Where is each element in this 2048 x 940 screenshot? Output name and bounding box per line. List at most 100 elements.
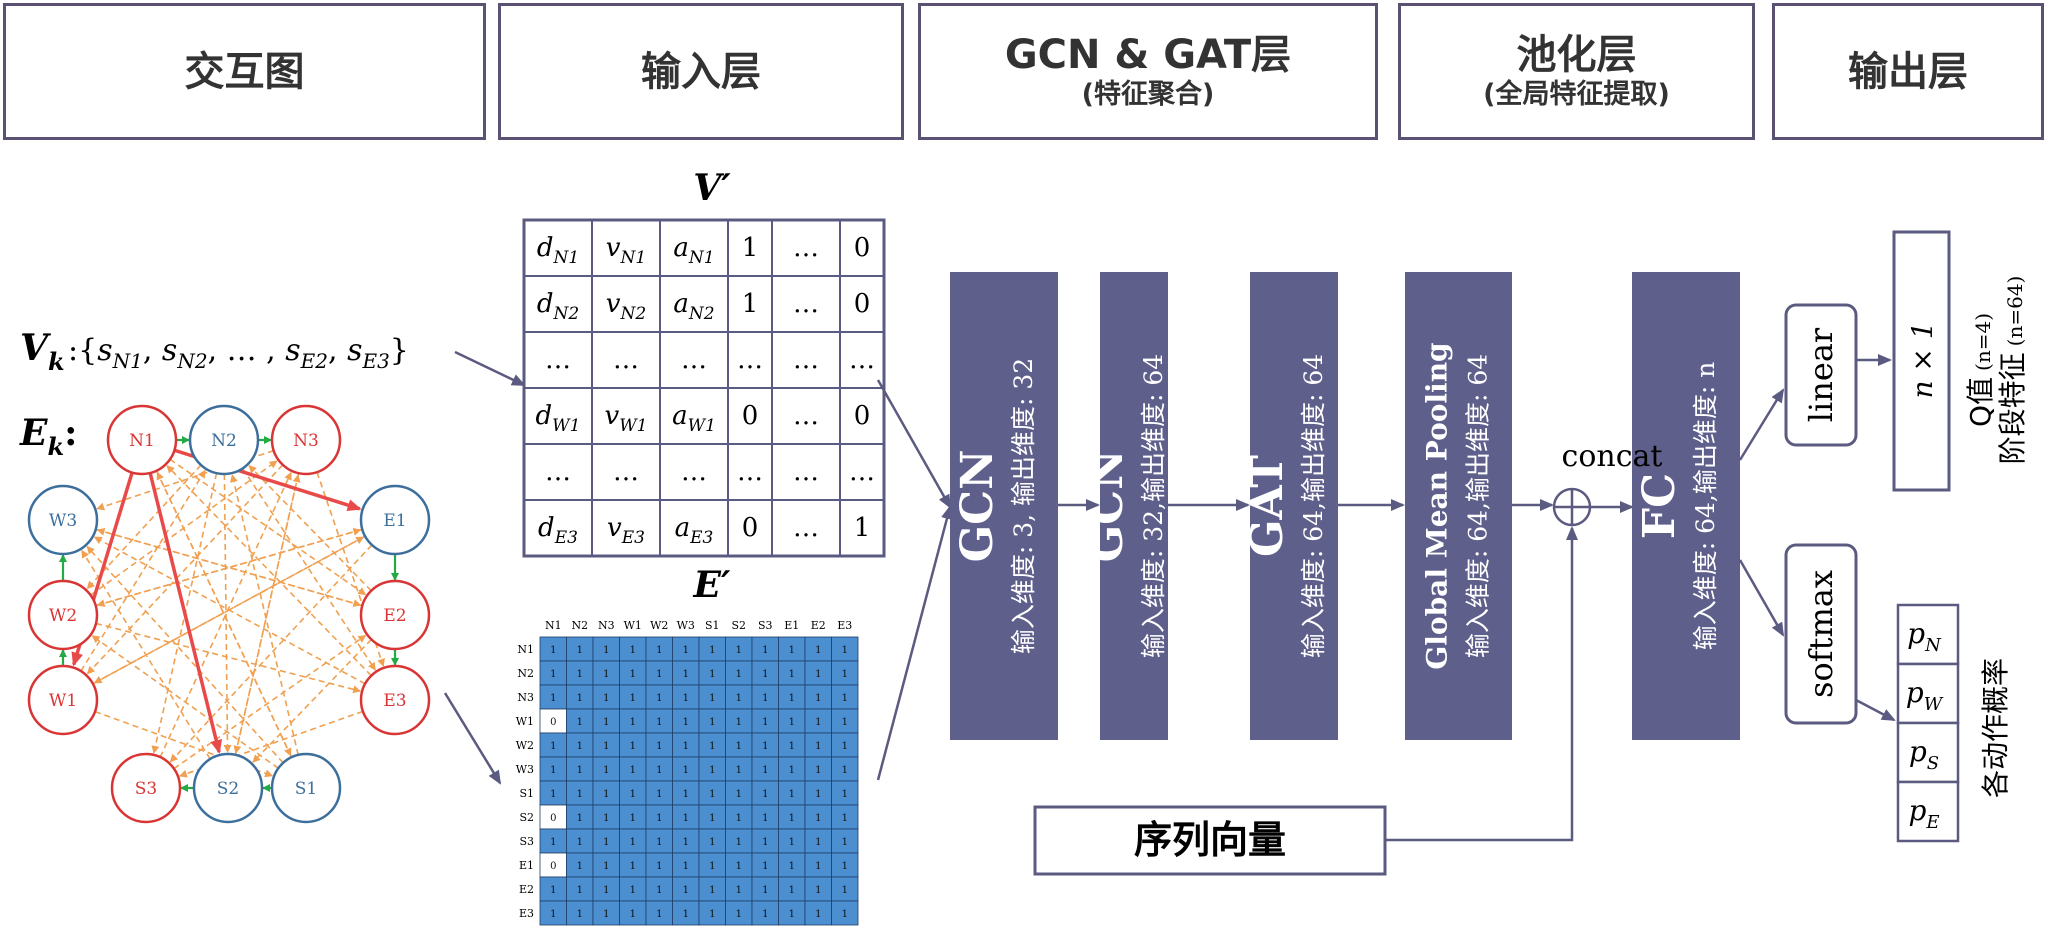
graph-dashed-edge	[242, 467, 376, 671]
eprime-cell-value: 1	[683, 813, 689, 824]
vprime-cell: …	[681, 345, 707, 375]
eprime-cell-value: 1	[842, 813, 848, 824]
eprime-cell-value: 1	[842, 693, 848, 704]
eprime-cell-value: 1	[630, 645, 636, 656]
eprime-cell	[751, 780, 779, 806]
eprime-cell-value: 1	[709, 861, 715, 872]
vprime-cell: …	[545, 457, 571, 487]
eprime-cell-value: 1	[762, 861, 768, 872]
eprime-cell	[672, 828, 700, 854]
eprime-col-label: N3	[598, 619, 615, 632]
eprime-cell-value: 1	[577, 717, 583, 728]
eprime-cell-value: 1	[762, 909, 768, 920]
eprime-cell	[751, 732, 779, 758]
eprime-cell-value: 1	[577, 909, 583, 920]
eprime-cell-value: 1	[603, 669, 609, 680]
eprime-cell-value: 1	[815, 645, 821, 656]
softmax-box	[1784, 543, 1858, 725]
eprime-col-label: N2	[571, 619, 588, 632]
eprime-cell-value: 1	[736, 669, 742, 680]
eprime-cell-value: 1	[603, 837, 609, 848]
vprime-cell: dW1	[536, 401, 581, 436]
vprime-cell: …	[849, 345, 875, 375]
graph-node-label: E1	[383, 511, 406, 531]
eprime-cell-value: 1	[683, 861, 689, 872]
layer-name: GAT	[1242, 455, 1293, 557]
eprime-cell-value: 1	[630, 789, 636, 800]
eprime-cell	[751, 756, 779, 782]
vprime-cell: vW1	[605, 401, 648, 436]
eprime-cell-value: 1	[789, 669, 795, 680]
eprime-cell-value: 1	[815, 885, 821, 896]
eprime-cell-value: 1	[736, 717, 742, 728]
svg-text:阶段特征(n=64): 阶段特征(n=64)	[1996, 276, 2029, 465]
eprime-cell	[566, 732, 594, 758]
eprime-cell-value: 1	[656, 909, 662, 920]
concat-label: concat	[1562, 439, 1663, 474]
action-prob-label: 各动作概率	[1979, 658, 2012, 798]
eprime-cell-value: 1	[577, 765, 583, 776]
eprime-cell	[672, 684, 700, 710]
eprime-cell-value: 1	[630, 693, 636, 704]
eprime-cell	[672, 756, 700, 782]
eprime-cell	[566, 684, 594, 710]
graph-node: W2	[27, 579, 99, 651]
graph-dashed-edge	[93, 536, 366, 685]
graph-node-label: W1	[49, 691, 77, 711]
eprime-cell	[645, 756, 673, 782]
eprime-cell-value: 1	[630, 717, 636, 728]
vprime-label: V′	[693, 167, 731, 209]
eprime-cell-value: 1	[815, 837, 821, 848]
probability-label: pE	[1908, 794, 1939, 833]
graph-node-label: W2	[49, 606, 77, 626]
header-title: 池化层	[1516, 31, 1637, 78]
eprime-cell	[592, 780, 620, 806]
graph-node-label: E2	[383, 606, 406, 626]
probability-cell: pS	[1896, 721, 1960, 784]
eprime-cell-value: 1	[736, 837, 742, 848]
eprime-cell-value: 1	[683, 645, 689, 656]
eprime-cell-value: 1	[603, 789, 609, 800]
vprime-cell: 1	[742, 233, 759, 263]
eprime-cell-value: 1	[603, 861, 609, 872]
graph-node-label: S1	[295, 779, 317, 799]
eprime-row-label: N2	[517, 667, 534, 680]
eprime-cell-value: 1	[789, 741, 795, 752]
eprime-cell	[778, 756, 806, 782]
eprime-cell-value: 1	[656, 885, 662, 896]
layer-name: GCN	[952, 450, 1003, 563]
eprime-cell	[592, 684, 620, 710]
header-interaction-graph: 交互图	[3, 3, 486, 140]
eprime-cell-value: 1	[630, 861, 636, 872]
eprime-cell-value: 1	[815, 861, 821, 872]
eprime-cell	[566, 804, 594, 830]
eprime-cell	[804, 756, 832, 782]
eprime-cell-value: 1	[550, 909, 556, 920]
eprime-row-label: W3	[516, 763, 534, 776]
eprime-cell	[831, 852, 859, 878]
eprime-cell-value: 1	[762, 837, 768, 848]
header-title: 输入层	[641, 48, 761, 95]
eprime-cell-value: 1	[762, 885, 768, 896]
eprime-cell-value: 1	[630, 837, 636, 848]
eprime-cell-value: 1	[656, 861, 662, 872]
eprime-cell	[645, 684, 673, 710]
eprime-matrix: N1N1N2N2N3N3W1W1W2W2W3W3S1S1S2S2S3S3E1E1…	[516, 619, 859, 926]
eprime-col-label: W1	[624, 619, 642, 632]
arrow-seq-to-concat	[1385, 526, 1578, 842]
eprime-cell	[778, 684, 806, 710]
eprime-cell-value: 1	[709, 813, 715, 824]
graph-node: N1	[106, 404, 178, 476]
eprime-cell-value: 1	[683, 669, 689, 680]
probability-cell: pE	[1896, 780, 1960, 843]
arrow-fc-to-softmax	[1738, 559, 1785, 637]
graph-node-label: W3	[49, 511, 77, 531]
layer-desc: 输入维度: 3, 输出维度: 32	[1009, 358, 1038, 654]
eprime-cell	[619, 852, 647, 878]
arrow-vprime-to-gcn	[876, 379, 952, 509]
arrow-ek-to-eprime	[443, 692, 502, 785]
